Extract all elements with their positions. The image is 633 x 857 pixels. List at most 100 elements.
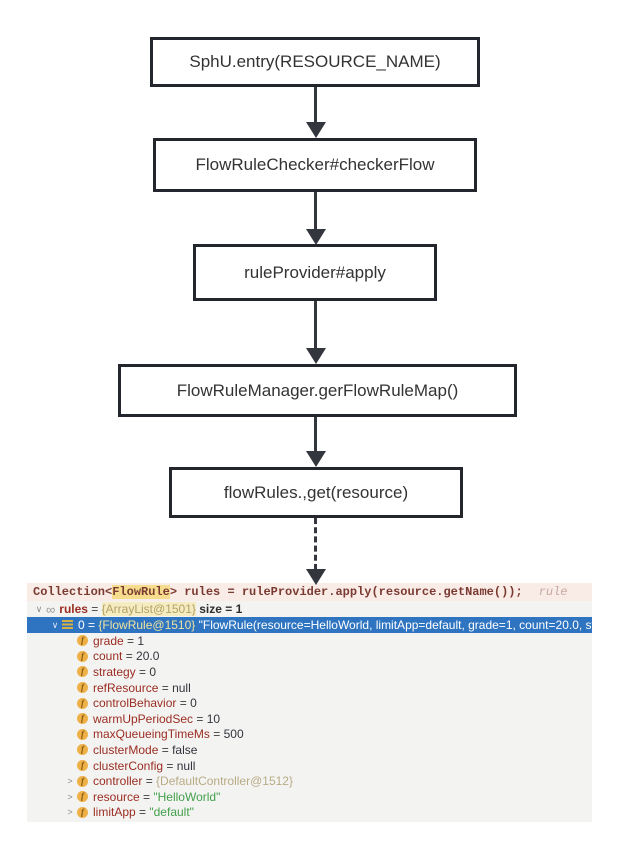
field-name: count xyxy=(93,649,123,664)
field-icon: f xyxy=(77,744,88,756)
equals-text: = xyxy=(87,602,102,616)
array-element-row-selected[interactable]: ∨ 0 = {FlowRule@1510} "FlowRule(resource… xyxy=(27,617,592,633)
equals-text: = xyxy=(209,727,224,742)
flow-box-label: SphU.entry(RESOURCE_NAME) xyxy=(189,52,441,71)
field-row-strategy[interactable]: f strategy = 0 xyxy=(27,664,592,680)
field-icon: f xyxy=(77,650,88,662)
field-row-maxQueueingTimeMs[interactable]: f maxQueueingTimeMs = 500 xyxy=(27,727,592,743)
flow-box-label: flowRules.,get(resource) xyxy=(223,482,409,502)
field-name: clusterConfig xyxy=(93,758,164,773)
field-name: clusterMode xyxy=(93,742,159,757)
field-row-warmUpPeriodSec[interactable]: f warmUpPeriodSec = 10 xyxy=(27,711,592,727)
debugger-panel: Collection<FlowRule> rules = ruleProvide… xyxy=(27,583,592,822)
chevron-down-icon[interactable]: ∨ xyxy=(35,603,43,614)
variable-name: rules xyxy=(59,602,88,616)
field-name: resource xyxy=(93,789,140,804)
source-code-line: Collection<FlowRule> rules = ruleProvide… xyxy=(27,583,592,601)
dashed-arrow-line xyxy=(314,518,317,570)
array-element-icon xyxy=(62,620,73,630)
equals-text: = xyxy=(193,711,207,726)
field-icon: f xyxy=(77,713,88,725)
field-icon: f xyxy=(77,682,88,694)
equals-text: = xyxy=(142,774,157,789)
field-name: controlBehavior xyxy=(93,696,177,711)
flow-box-flowrules-get: flowRules.,get(resource) xyxy=(169,467,463,518)
field-name: controller xyxy=(93,774,143,789)
field-icon: f xyxy=(77,806,88,818)
field-row-limitApp[interactable]: > f limitApp = "default" xyxy=(27,805,592,821)
arrow-head-icon xyxy=(306,122,326,138)
field-value: 0 xyxy=(149,664,157,679)
arrow-line xyxy=(314,87,317,123)
collection-size-text: size = 1 xyxy=(195,602,243,616)
field-name: refResource xyxy=(93,680,159,695)
field-value: 10 xyxy=(206,711,221,726)
field-icon: f xyxy=(77,697,88,709)
chevron-down-icon[interactable]: ∨ xyxy=(51,619,59,630)
field-row-controlBehavior[interactable]: f controlBehavior = 0 xyxy=(27,695,592,711)
field-value: "default" xyxy=(149,805,194,820)
field-icon: f xyxy=(77,666,88,678)
field-name: grade xyxy=(93,633,124,648)
variable-ref: {ArrayList@1501} xyxy=(101,602,196,616)
watch-icon: ∞ xyxy=(46,601,56,617)
field-row-refResource[interactable]: f refResource = null xyxy=(27,680,592,696)
field-value: 500 xyxy=(223,727,244,742)
field-value: "HelloWorld" xyxy=(153,789,221,804)
field-value: 1 xyxy=(137,633,145,648)
object-tostring-text: "FlowRule(resource=HelloWorld, limitApp=… xyxy=(195,618,592,632)
equals-text: = xyxy=(163,758,177,773)
field-row-clusterConfig[interactable]: f clusterConfig = null xyxy=(27,758,592,774)
arrow-line xyxy=(314,192,317,230)
field-icon: f xyxy=(77,635,88,647)
code-text: > rules = ruleProvider.apply(resource.ge… xyxy=(169,585,523,599)
field-name: warmUpPeriodSec xyxy=(93,711,194,726)
flow-box-ruleprovider: ruleProvider#apply xyxy=(193,244,437,301)
code-text: Collection< xyxy=(33,585,113,599)
field-row-resource[interactable]: > f resource = "HelloWorld" xyxy=(27,789,592,805)
field-row-clusterMode[interactable]: f clusterMode = false xyxy=(27,742,592,758)
arrow-line xyxy=(314,301,317,349)
element-index: 0 xyxy=(78,618,85,632)
field-value: null xyxy=(176,758,196,773)
variable-ref: {FlowRule@1510} xyxy=(98,618,196,632)
arrow-head-icon xyxy=(306,229,326,245)
arrow-head-icon xyxy=(306,451,326,467)
field-value: null xyxy=(172,680,191,695)
flow-box-flowrulechecker: FlowRuleChecker#checkerFlow xyxy=(153,138,477,192)
field-icon: f xyxy=(77,775,88,787)
field-icon: f xyxy=(77,791,88,803)
equals-text: = xyxy=(122,649,137,664)
equals-text: = xyxy=(135,664,150,679)
arrow-line xyxy=(314,417,317,452)
flow-box-label: FlowRuleManager.gerFlowRuleMap() xyxy=(176,380,459,400)
equals-text: = xyxy=(123,633,138,648)
inline-hint-text: rule xyxy=(538,585,568,599)
field-name: strategy xyxy=(93,664,136,679)
chevron-right-icon[interactable]: > xyxy=(67,791,73,802)
flow-box-sphu-entry: SphU.entry(RESOURCE_NAME) xyxy=(150,37,480,87)
field-icon: f xyxy=(77,760,88,772)
equals-text: = xyxy=(135,805,150,820)
chevron-right-icon[interactable]: > xyxy=(67,807,73,818)
arrow-head-icon xyxy=(306,569,326,585)
code-search-highlight: FlowRule xyxy=(112,585,170,599)
variable-row-rules[interactable]: ∨ ∞ rules = {ArrayList@1501} size = 1 xyxy=(27,601,592,617)
field-value: 0 xyxy=(190,696,197,711)
equals-text: = xyxy=(158,742,173,757)
flow-box-flowrulemanager: FlowRuleManager.gerFlowRuleMap() xyxy=(118,364,517,417)
field-icon: f xyxy=(77,728,88,740)
flow-box-label: FlowRuleChecker#checkerFlow xyxy=(195,155,435,174)
flow-box-label: ruleProvider#apply xyxy=(244,262,386,282)
equals-text: = xyxy=(139,789,154,804)
field-name: maxQueueingTimeMs xyxy=(93,727,210,742)
equals-text: = xyxy=(176,696,191,711)
field-value: false xyxy=(172,742,198,757)
equals-text: = xyxy=(158,680,173,695)
field-name: limitApp xyxy=(93,805,136,820)
chevron-right-icon[interactable]: > xyxy=(67,776,73,787)
